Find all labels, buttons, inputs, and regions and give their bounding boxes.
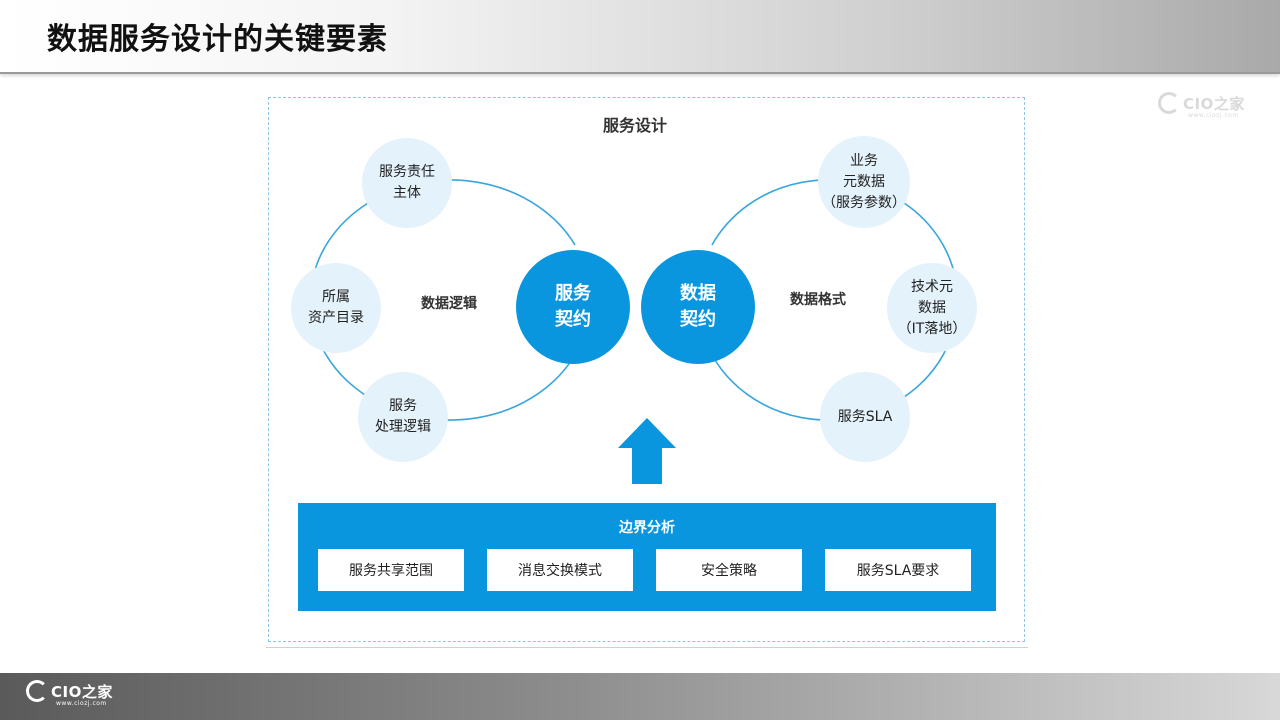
node-service-logic: 服务 处理逻辑 (358, 372, 448, 462)
core-service-contract: 服务 契约 (516, 250, 630, 364)
node-service-owner: 服务责任 主体 (362, 138, 452, 228)
page-title: 数据服务设计的关键要素 (47, 22, 388, 57)
brand-logo-watermark: CIO之家 www.ciozj.com (1158, 92, 1245, 119)
brand-logo-footer: CIO之家 www.ciozj.com (26, 680, 113, 707)
logo-text: CIO之家 (51, 682, 113, 701)
boundary-item-message-pattern: 消息交换模式 (487, 549, 633, 591)
up-arrow-icon (618, 418, 676, 484)
node-asset-catalog: 所属 资产目录 (291, 263, 381, 353)
left-loop-label: 数据逻辑 (421, 296, 477, 312)
logo-swirl-icon (1158, 92, 1180, 114)
diagram-divider (266, 647, 1028, 648)
core-data-contract: 数据 契约 (641, 250, 755, 364)
boundary-item-security-policy: 安全策略 (656, 549, 802, 591)
node-tech-metadata: 技术元 数据 （IT落地） (887, 263, 977, 353)
node-business-metadata: 业务 元数据 （服务参数） (818, 136, 910, 228)
boundary-analysis-panel: 边界分析 服务共享范围 消息交换模式 安全策略 服务SLA要求 (298, 503, 996, 611)
logo-swirl-icon (26, 680, 48, 702)
diagram-title: 服务设计 (602, 116, 667, 135)
footer-bar (0, 673, 1280, 720)
boundary-item-sla-requirement: 服务SLA要求 (825, 549, 971, 591)
logo-subtext: www.ciozj.com (1188, 112, 1239, 119)
boundary-item-share-scope: 服务共享范围 (318, 549, 464, 591)
logo-text: CIO之家 (1183, 94, 1245, 113)
boundary-title: 边界分析 (619, 520, 675, 536)
right-loop-label: 数据格式 (790, 292, 846, 308)
header-bar: 数据服务设计的关键要素 (0, 0, 1280, 74)
logo-subtext: www.ciozj.com (56, 700, 107, 707)
node-service-sla: 服务SLA (820, 372, 910, 462)
diagram-frame (268, 97, 1025, 642)
